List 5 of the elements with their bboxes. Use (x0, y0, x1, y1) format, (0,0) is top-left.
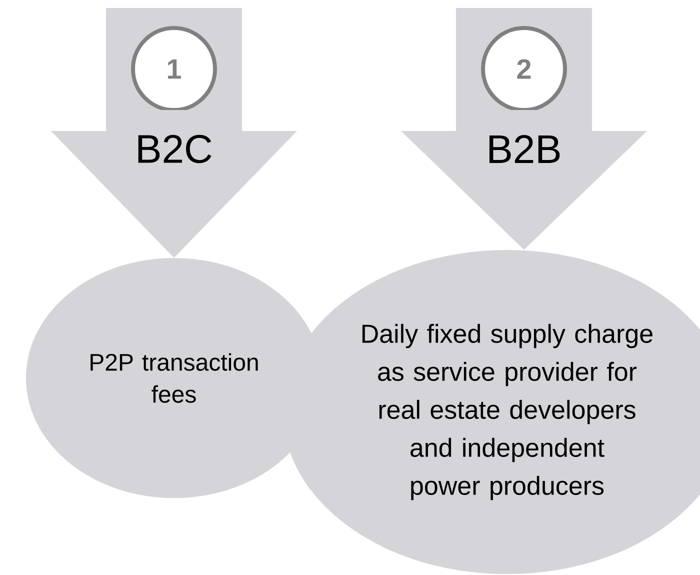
block-arrow (51, 110, 297, 258)
node-label: P2P transaction fees (90, 353, 258, 403)
edge-label: B2B (485, 134, 563, 164)
edge-label: B2C (134, 134, 214, 164)
block-arrow (401, 110, 647, 250)
